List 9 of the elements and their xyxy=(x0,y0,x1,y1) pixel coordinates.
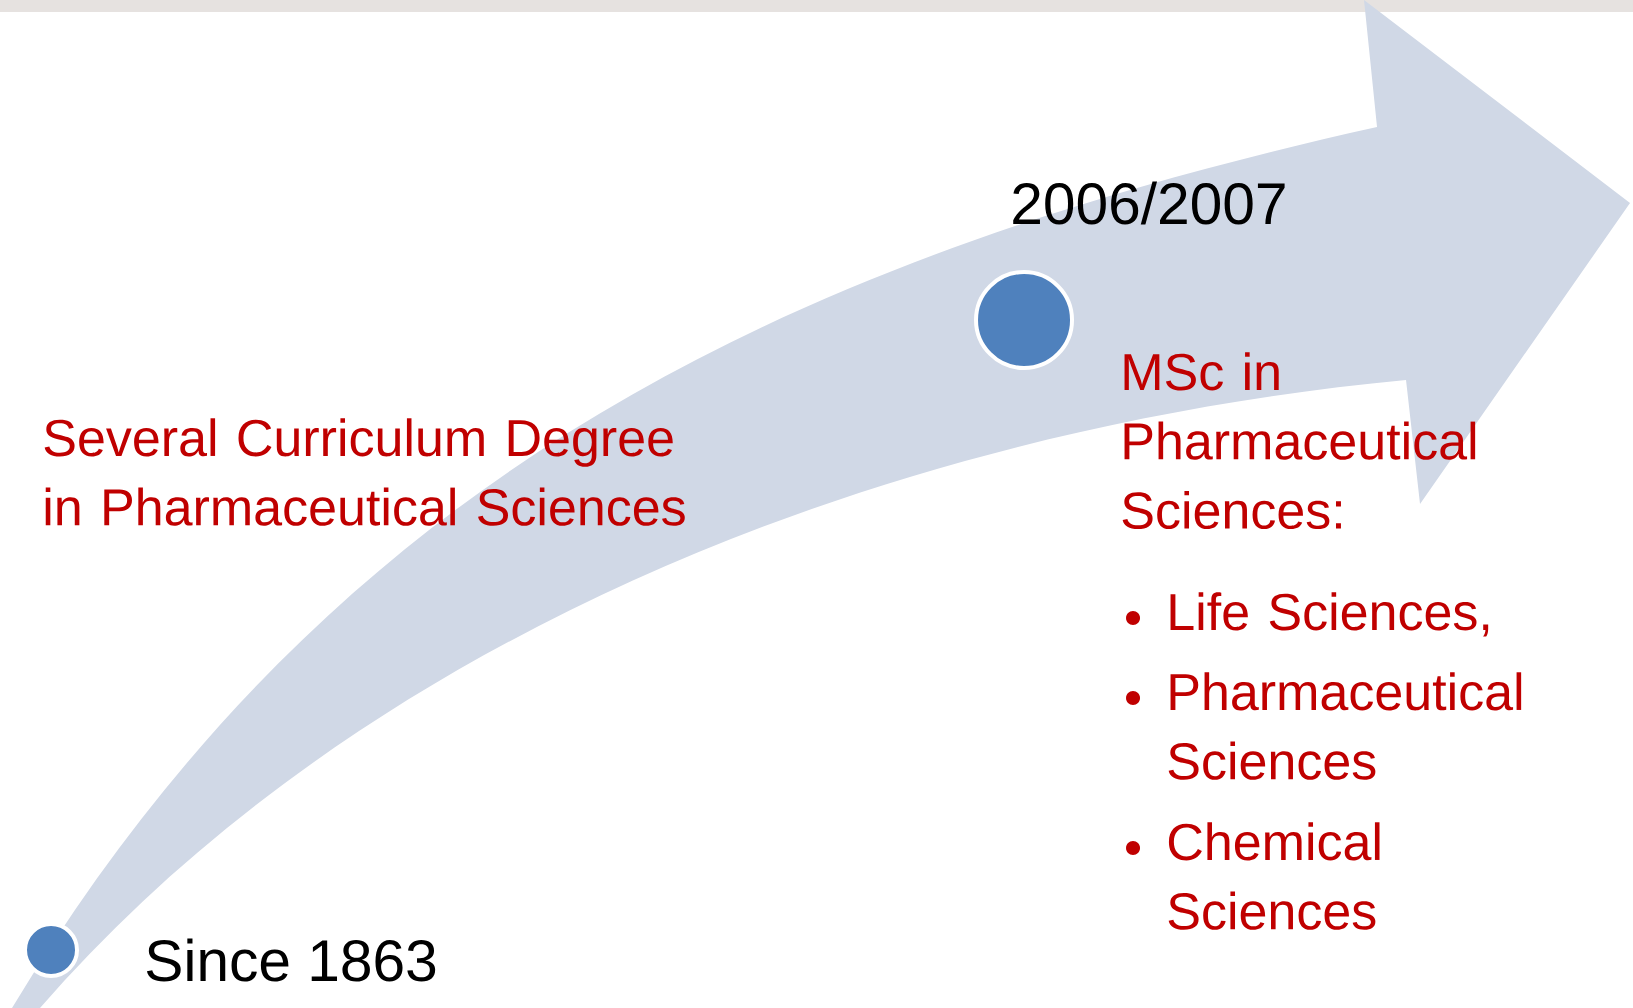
list-item: Pharmaceutical Sciences xyxy=(1168,672,1522,780)
year-label: 2006/2007 xyxy=(1013,181,1285,225)
list-item: Chemical Sciences xyxy=(1168,822,1380,930)
list-item: Life Sciences, xyxy=(1170,592,1489,637)
timeline-dot xyxy=(974,270,1074,370)
year-label: Since 1863 xyxy=(146,938,436,982)
description-text: Several Curriculum Degree in Pharmaceutical Sciences xyxy=(44,418,685,526)
description-text: MSc in Pharmaceutical Sciences: xyxy=(1122,352,1476,530)
timeline-dot xyxy=(23,922,79,978)
